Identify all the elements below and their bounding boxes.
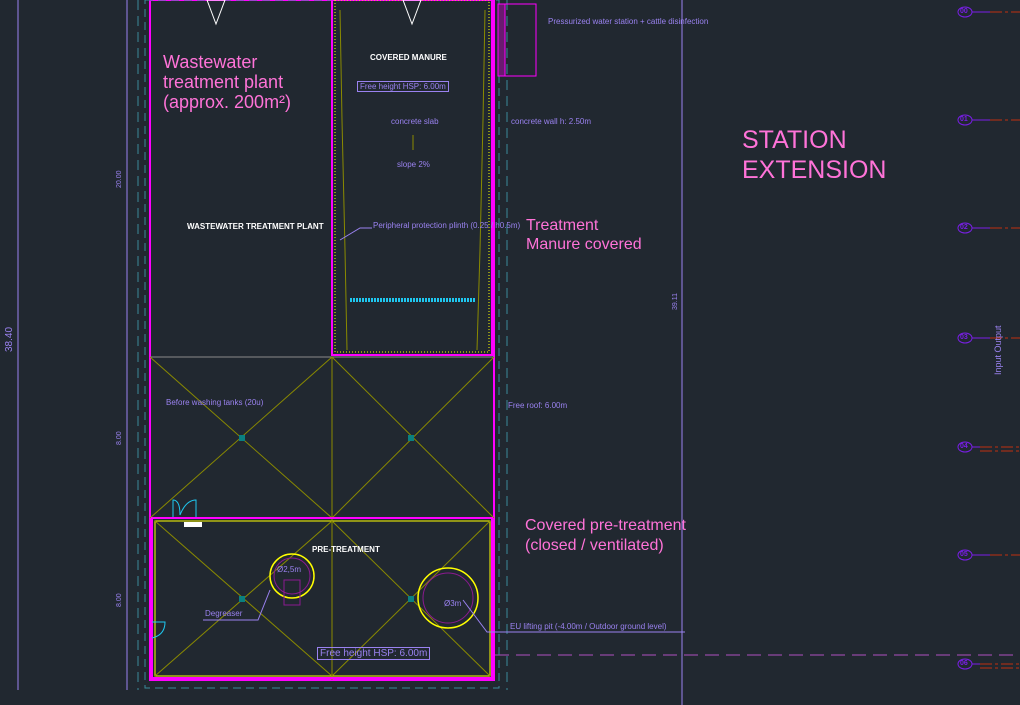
washing-tanks-label: Before washing tanks (20u) (166, 398, 264, 407)
dimension-middle: 8.00 (116, 431, 123, 445)
free-height-bottom-label: Free height HSP: 6.00m (317, 647, 431, 660)
dimension-lower: 8.00 (116, 593, 123, 607)
station-title-line1: STATION (742, 126, 847, 154)
wastewater-plant-title: Wastewater treatment plant (approx. 200m… (163, 52, 291, 112)
treatment-manure-title: Treatment Manure covered (526, 216, 642, 254)
wastewater-title-line2: treatment plant (163, 72, 284, 92)
grid-axis-00: 00 (960, 8, 968, 15)
covered-manure-label: COVERED MANURE (370, 53, 447, 62)
station-title-line2: EXTENSION (742, 156, 887, 184)
grid-axis-06: 06 (960, 660, 968, 667)
grid-axis-02: 02 (960, 224, 968, 231)
dimension-right: 39.11 (672, 293, 679, 310)
dimension-total: 38.40 (4, 326, 15, 352)
diameter-small-label: Ø2,5m (277, 565, 302, 574)
treatment-line2: Manure covered (526, 236, 642, 253)
concrete-slab-label: concrete slab (391, 117, 439, 126)
grid-axis-01: 01 (960, 116, 968, 123)
wastewater-title-line1: Wastewater (163, 52, 258, 72)
plinth-label: Peripheral protection plinth (0.25 / h0.… (373, 221, 521, 230)
grid-axis-03: 03 (960, 334, 968, 341)
free-height-top-label: Free height HSP: 6.00m (357, 81, 449, 92)
input-output-label: Input Output (993, 325, 1003, 375)
concrete-wall-label: concrete wall h: 2.50m (511, 117, 592, 126)
degreaser-label: Degreaser (205, 609, 243, 618)
diameter-large-label: Ø3m (444, 599, 462, 608)
grid-axis-04: 04 (960, 443, 968, 450)
pressurized-water-label: Pressurized water station + cattle disin… (548, 17, 709, 26)
covered-pre-line1: Covered pre-treatment (525, 517, 686, 534)
covered-pretreatment-title: Covered pre-treatment (closed / ventilat… (525, 516, 686, 556)
pre-treatment-label: PRE-TREATMENT (312, 545, 380, 554)
wwtp-label: WASTEWATER TREATMENT PLANT (187, 222, 324, 231)
dimension-upper: 20.00 (116, 170, 123, 188)
grid-axis-05: 05 (960, 551, 968, 558)
slope-label: slope 2% (397, 160, 430, 169)
station-extension-title: STATION EXTENSION (742, 125, 886, 185)
free-roof-label: Free roof: 6.00m (508, 401, 568, 410)
lifting-pit-label: EU lifting pit (-4.00m / Outdoor ground … (510, 622, 667, 631)
covered-pre-line2: (closed / ventilated) (525, 537, 664, 554)
wastewater-title-line3: (approx. 200m²) (163, 92, 292, 112)
treatment-line1: Treatment (526, 217, 599, 234)
